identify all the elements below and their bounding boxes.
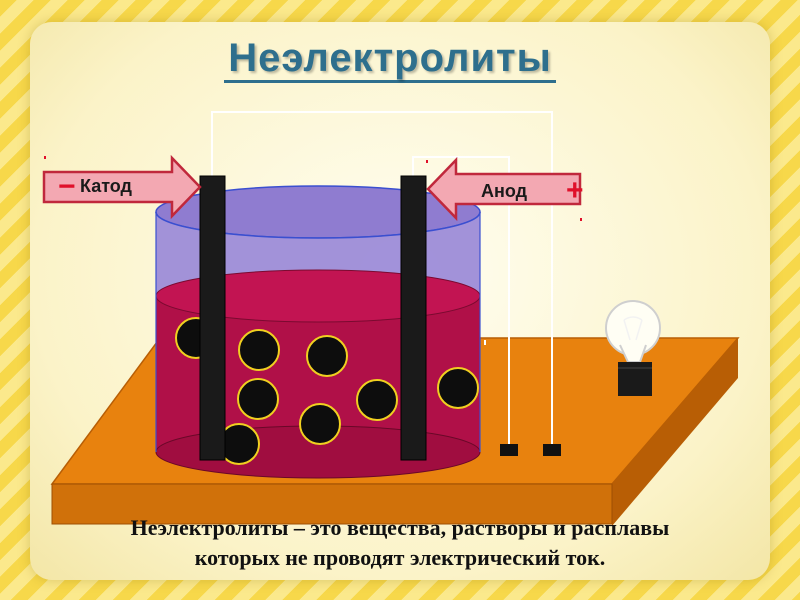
anode-arrow: Анод + (426, 156, 584, 222)
particle (237, 378, 279, 420)
terminal-left (500, 444, 518, 456)
cathode-sign: − (58, 170, 76, 203)
cathode-electrode (199, 175, 226, 461)
caption-line-1: Неэлектролиты – это вещества, растворы и… (130, 515, 670, 540)
terminal-right (543, 444, 561, 456)
particles (175, 317, 479, 465)
anode-label: Анод (481, 181, 528, 201)
particle (238, 329, 280, 371)
definition-caption: Неэлектролиты – это вещества, растворы и… (40, 513, 760, 573)
particle (437, 367, 479, 409)
cathode-label: Катод (80, 176, 133, 196)
lightbulb-off-icon (605, 300, 661, 396)
caption-line-2: которых не проводят электрический ток. (194, 545, 606, 570)
particle (299, 403, 341, 445)
beaker-front-rim (155, 211, 481, 239)
particle (306, 335, 348, 377)
table-front-edge (51, 483, 613, 525)
title-text: Неэлектролиты (224, 36, 556, 83)
table-right-side (612, 338, 738, 526)
anode-electrode (400, 175, 427, 461)
anode-sign: + (566, 174, 584, 207)
page-title: Неэлектролиты (0, 36, 780, 83)
decor-dot (44, 156, 46, 159)
decor-dot (426, 160, 428, 163)
circuit-wires (211, 111, 553, 446)
cathode-arrow: − Катод (42, 154, 202, 220)
decor-dot (580, 218, 582, 221)
particle (356, 379, 398, 421)
